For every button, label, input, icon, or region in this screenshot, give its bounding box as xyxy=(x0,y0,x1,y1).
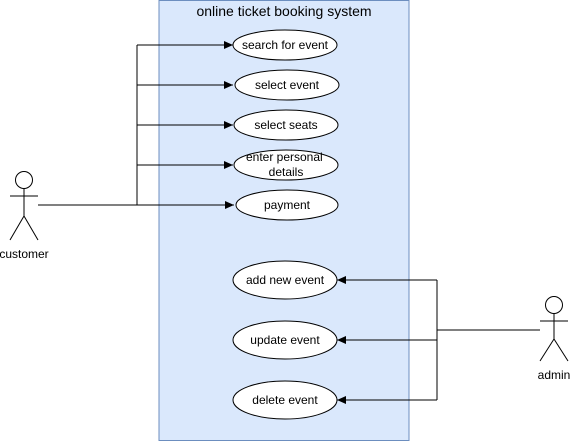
use-case-label: payment xyxy=(264,198,311,212)
use-case-label: select seats xyxy=(254,118,317,132)
use-case-label: delete event xyxy=(252,393,318,407)
system-title: online ticket booking system xyxy=(196,3,371,19)
use-case-label: add new event xyxy=(246,273,325,287)
use-case-delete-event: delete event xyxy=(232,380,338,420)
use-case-add-new-event: add new event xyxy=(232,260,338,300)
customer-label: customer xyxy=(0,247,49,261)
use-case-label: update event xyxy=(250,333,320,347)
use-case-label: select event xyxy=(255,78,320,92)
admin-connectors xyxy=(337,276,540,404)
use-case-search-for-event: search for event xyxy=(232,29,338,61)
use-case-label: enter personal details xyxy=(246,150,326,179)
use-case-select-seats: select seats xyxy=(233,109,339,141)
customer-actor: customer xyxy=(0,171,49,261)
admin-label: admin xyxy=(538,368,571,382)
use-case-label: search for event xyxy=(242,38,329,52)
use-case-payment: payment xyxy=(235,189,339,221)
actor-head-icon xyxy=(545,296,563,314)
actor-head-icon xyxy=(15,171,33,189)
use-case-update-event: update event xyxy=(232,320,338,360)
customer-connectors xyxy=(38,41,234,209)
use-case-enter-personal-details: enter personal details xyxy=(233,149,339,181)
use-case-select-event: select event xyxy=(234,69,340,101)
system-boundary xyxy=(158,0,410,441)
admin-actor: admin xyxy=(538,296,571,382)
